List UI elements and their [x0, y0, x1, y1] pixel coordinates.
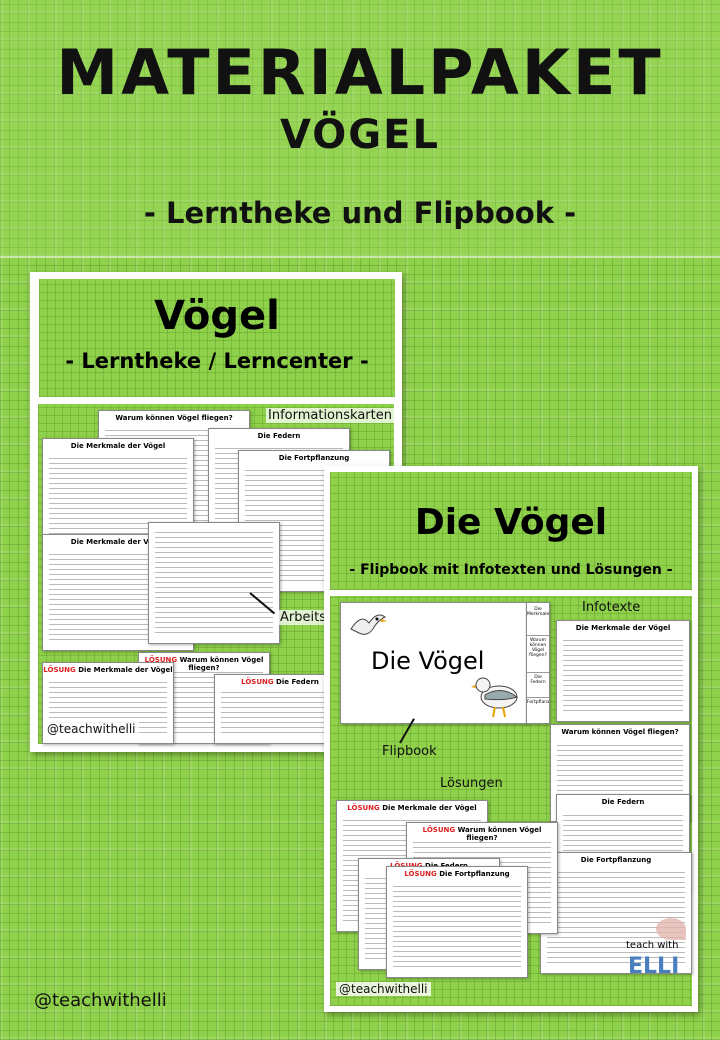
info-sheet: Die Fortpflanzung	[540, 852, 692, 974]
card-handle: @teachwithelli	[44, 722, 139, 736]
lerntheke-title-box: Vögel - Lerntheke / Lerncenter -	[38, 278, 396, 398]
page-tagline: - Lerntheke und Flipbook -	[143, 196, 577, 230]
label-informationskarten: Informationskarten	[266, 408, 394, 423]
info-sheet: Die Merkmale der Vögel	[556, 620, 690, 722]
lerntheke-card: Vögel - Lerntheke / Lerncenter - Warum k…	[30, 272, 402, 752]
flipbook-tab: Warum können Vögel fliegen?	[527, 636, 549, 673]
teach-with-elli-logo: teach with ELLI	[622, 918, 688, 994]
flipbook-tabs: Die Merkmale Warum können Vögel fliegen?…	[526, 602, 550, 724]
solution-sheet: LÖSUNG Die Merkmale der Vögel	[42, 662, 174, 744]
footer-handle: @teachwithelli	[34, 990, 167, 1011]
lerntheke-subtitle: - Lerntheke / Lerncenter -	[65, 349, 369, 373]
seagull-icon	[471, 677, 519, 718]
page-title: MATERIALPAKET	[56, 36, 664, 109]
header-banner	[0, 0, 720, 258]
lerntheke-preview-area: Warum können Vögel fliegen? Die Merkmale…	[38, 404, 394, 744]
logo-line2: ELLI	[628, 954, 680, 979]
page-subtitle: VÖGEL	[280, 112, 440, 158]
solution-sheet: LÖSUNG Die Fortpflanzung	[386, 866, 528, 978]
logo-leaves	[656, 918, 686, 940]
label-flipbook: Flipbook	[382, 744, 437, 759]
flipbook-card: Die Vögel - Flipbook mit Infotexten und …	[324, 466, 698, 1012]
lerntheke-title: Vögel	[154, 293, 280, 339]
label-loesungen: Lösungen	[440, 776, 503, 791]
flipbook-card-title: Die Vögel	[414, 502, 608, 543]
flipbook-title-box: Die Vögel - Flipbook mit Infotexten und …	[330, 472, 692, 590]
card-handle: @teachwithelli	[336, 982, 431, 996]
seagull-icon	[350, 614, 387, 635]
flipbook-tab: Fortpflanzung	[527, 700, 550, 705]
logo-line1: teach with	[626, 940, 679, 951]
flipbook-preview-area: Die Vögel Die Merkmale Warum können Vöge…	[330, 596, 692, 1006]
label-infotexte: Infotexte	[582, 600, 641, 615]
flipbook-cover: Die Vögel	[340, 602, 528, 724]
worksheet	[148, 522, 280, 644]
flipbook-tab: Die Merkmale	[527, 603, 549, 636]
flipbook-card-subtitle: - Flipbook mit Infotexten und Lösungen -	[349, 562, 673, 578]
flipbook-tab: Die Federn	[527, 673, 549, 698]
flipbook-cover-title: Die Vögel	[371, 647, 485, 675]
